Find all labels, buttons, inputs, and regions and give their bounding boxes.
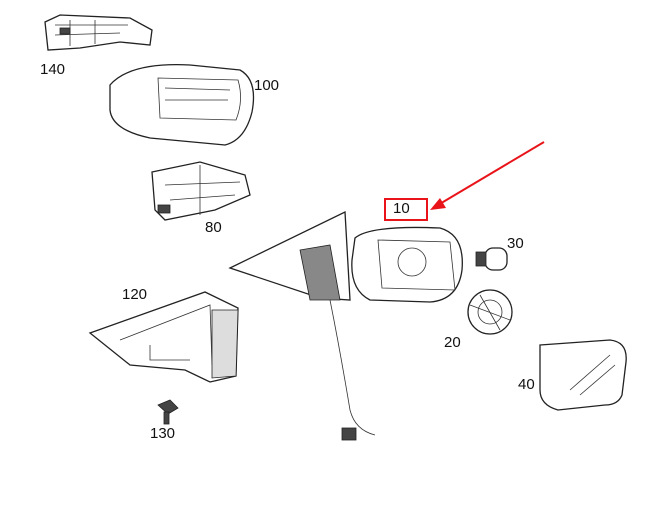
part-40-mirror-glass[interactable] — [539, 339, 627, 411]
label-40[interactable]: 40 — [518, 376, 535, 393]
part-100-mirror-cover[interactable] — [109, 64, 255, 146]
label-30[interactable]: 30 — [507, 235, 524, 252]
label-20[interactable]: 20 — [444, 334, 461, 351]
label-100[interactable]: 100 — [254, 77, 280, 94]
label-140[interactable]: 140 — [40, 61, 66, 78]
part-130-screw[interactable] — [157, 399, 179, 425]
part-140-bracket[interactable] — [44, 14, 153, 51]
part-10-mirror-assembly[interactable] — [228, 210, 463, 441]
label-120[interactable]: 120 — [122, 286, 148, 303]
label-10[interactable]: 10 — [393, 200, 410, 217]
label-130[interactable]: 130 — [150, 425, 176, 442]
part-30-bulb[interactable] — [475, 247, 508, 271]
label-80[interactable]: 80 — [205, 219, 222, 236]
part-20-motor[interactable] — [467, 289, 513, 335]
highlight-arrow — [430, 141, 545, 210]
part-120-trim[interactable] — [88, 291, 239, 383]
highlight-box — [384, 198, 428, 221]
part-80-housing[interactable] — [151, 161, 251, 221]
